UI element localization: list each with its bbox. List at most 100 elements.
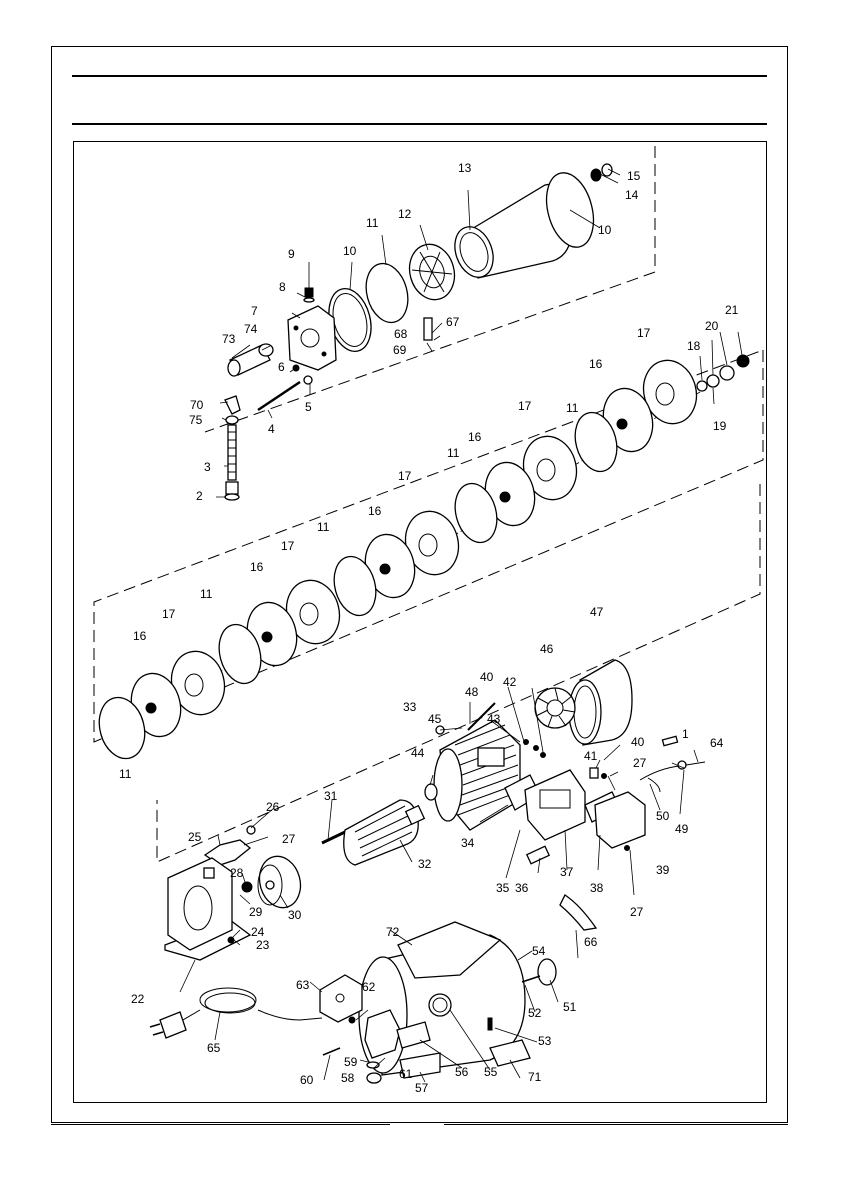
part-label-44: 44	[411, 746, 425, 760]
nut	[720, 366, 734, 380]
part-label-17: 17	[398, 469, 412, 483]
part-label-47: 47	[590, 605, 604, 619]
part-label-51: 51	[563, 1000, 577, 1014]
part-label-40: 40	[480, 670, 494, 684]
part-label-43: 43	[487, 712, 501, 726]
part-label-63: 63	[296, 978, 310, 992]
part-label-11: 11	[317, 520, 330, 534]
part-label-17: 17	[162, 607, 176, 621]
rotor	[344, 800, 425, 865]
part-label-41: 41	[584, 749, 598, 763]
part-label-25: 25	[188, 830, 202, 844]
part-label-26: 26	[266, 800, 280, 814]
cooling-fan	[535, 688, 575, 728]
part-label-58: 58	[341, 1071, 355, 1085]
part-label-27: 27	[630, 905, 644, 919]
pump-housing	[288, 306, 336, 370]
part-label-45: 45	[428, 712, 442, 726]
part-label-62: 62	[362, 980, 376, 994]
pressure-switch	[320, 975, 362, 1022]
part-label-3: 3	[204, 460, 211, 474]
part-label-2: 2	[196, 489, 203, 503]
part-label-38: 38	[590, 881, 604, 895]
nut	[304, 376, 312, 384]
part-label-16: 16	[368, 504, 382, 518]
part-label-11: 11	[366, 216, 379, 230]
part-label-17: 17	[518, 399, 532, 413]
part-label-9: 9	[288, 247, 295, 261]
part-label-65: 65	[207, 1041, 221, 1055]
part-label-11: 11	[447, 446, 460, 460]
part-label-71: 71	[528, 1070, 542, 1084]
key	[662, 736, 677, 745]
bearing	[707, 375, 719, 387]
part-label-67: 67	[446, 315, 460, 329]
part-label-16: 16	[250, 560, 264, 574]
part-label-73: 73	[222, 332, 236, 346]
part-label-36: 36	[515, 881, 529, 895]
part-label-17: 17	[637, 326, 651, 340]
part-label-10: 10	[343, 244, 357, 258]
cable-guide	[560, 895, 596, 930]
part-label-10: 10	[598, 223, 612, 237]
wire	[640, 762, 705, 780]
part-label-15: 15	[627, 169, 641, 183]
part-label-35: 35	[496, 881, 510, 895]
seal	[226, 416, 238, 424]
part-label-7: 7	[251, 304, 258, 318]
part-label-50: 50	[656, 809, 670, 823]
part-label-17: 17	[281, 539, 295, 553]
part-label-57: 57	[415, 1081, 429, 1095]
part-label-49: 49	[675, 822, 689, 836]
part-label-33: 33	[403, 700, 417, 714]
plug	[305, 288, 313, 297]
part-label-27: 27	[633, 756, 647, 770]
part-label-19: 19	[713, 419, 727, 433]
part-label-74: 74	[244, 322, 258, 336]
part-label-18: 18	[687, 339, 701, 353]
nozzle	[228, 344, 273, 376]
part-label-54: 54	[532, 944, 546, 958]
part-label-23: 23	[256, 938, 270, 952]
power-cord	[150, 988, 322, 1038]
washer	[697, 381, 707, 391]
screw	[228, 937, 234, 943]
part-label-1: 1	[682, 727, 689, 741]
part-label-12: 12	[398, 207, 412, 221]
part-label-24: 24	[251, 925, 265, 939]
part-label-11: 11	[119, 767, 132, 781]
part-label-32: 32	[418, 857, 432, 871]
part-label-6: 6	[278, 360, 285, 374]
part-label-5: 5	[305, 400, 312, 414]
part-label-52: 52	[528, 1006, 542, 1020]
pressure-gauge	[429, 994, 451, 1016]
part-label-37: 37	[560, 865, 574, 879]
part-label-22: 22	[131, 992, 145, 1006]
part-label-48: 48	[465, 685, 479, 699]
nut	[737, 355, 749, 367]
part-label-13: 13	[458, 161, 472, 175]
part-label-16: 16	[589, 357, 603, 371]
screw	[602, 774, 607, 779]
seal	[225, 494, 239, 500]
part-label-75: 75	[189, 413, 203, 427]
part-label-39: 39	[656, 863, 670, 877]
part-label-59: 59	[344, 1055, 358, 1069]
part-label-16: 16	[468, 430, 482, 444]
part-label-53: 53	[538, 1034, 552, 1048]
valve-cap	[538, 959, 556, 985]
part-label-42: 42	[503, 675, 517, 689]
elbow-fitting	[225, 396, 240, 414]
impeller-wheel	[254, 852, 306, 913]
screw	[323, 1048, 340, 1055]
part-label-28: 28	[230, 866, 244, 880]
part-label-40: 40	[631, 735, 645, 749]
screw	[424, 318, 432, 340]
part-label-29: 29	[249, 905, 263, 919]
part-label-34: 34	[461, 836, 475, 850]
capacitor	[527, 846, 549, 864]
terminal-box	[525, 770, 585, 840]
part-label-72: 72	[386, 925, 400, 939]
part-label-30: 30	[288, 908, 302, 922]
part-label-11: 11	[200, 587, 213, 601]
